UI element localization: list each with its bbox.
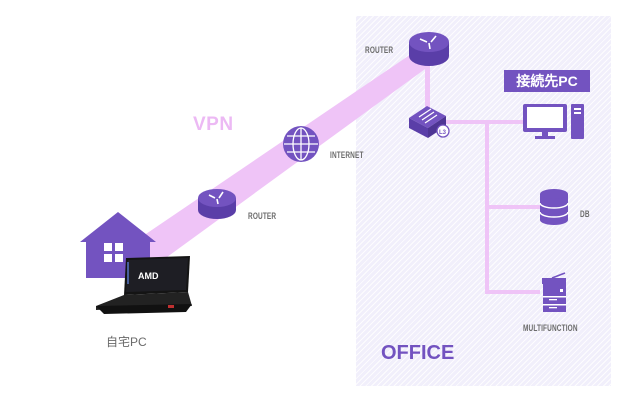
db-label: DB bbox=[580, 209, 590, 219]
link-bus-db bbox=[485, 205, 540, 209]
internet-label: INTERNET bbox=[330, 150, 364, 160]
office-router-label: ROUTER bbox=[365, 45, 394, 55]
home-router-icon bbox=[198, 189, 236, 219]
laptop-icon: AMD bbox=[96, 256, 192, 314]
multifunction-label: MULTIFUNCTION bbox=[523, 323, 578, 333]
office-title: OFFICE bbox=[381, 342, 455, 364]
home-pc-label: 自宅PC bbox=[106, 335, 147, 349]
l3-badge: L3 bbox=[439, 130, 447, 136]
home-router-label: ROUTER bbox=[248, 211, 277, 221]
vpn-tunnel bbox=[140, 48, 432, 268]
link-bus-mfp bbox=[485, 290, 540, 294]
link-router-switch bbox=[425, 64, 430, 110]
printer-icon bbox=[542, 272, 566, 312]
globe-icon bbox=[283, 126, 319, 162]
vpn-label: VPN bbox=[193, 114, 234, 135]
laptop-brand: AMD bbox=[138, 271, 159, 281]
desktop-pc-icon bbox=[523, 104, 584, 139]
office-router-icon bbox=[409, 32, 449, 66]
target-pc-label: 接続先PC bbox=[504, 70, 590, 92]
database-icon bbox=[539, 189, 569, 225]
l3-switch-icon: L3 bbox=[409, 106, 450, 138]
